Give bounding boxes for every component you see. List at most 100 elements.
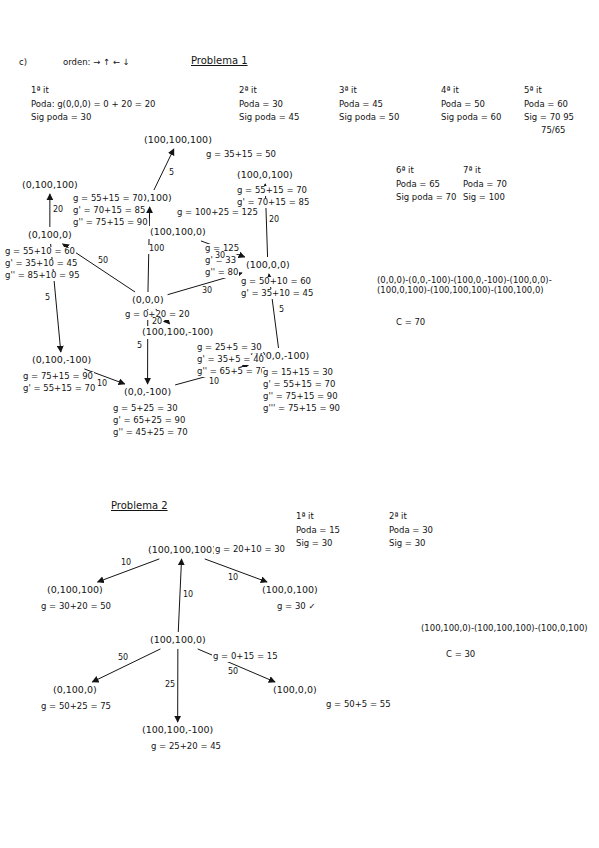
state-text: (0,100,0) (28, 230, 72, 241)
note-text: Sig = 100 (462, 193, 506, 203)
state-node: (0,100,0) (51, 684, 99, 697)
note-text: C = 30 (445, 650, 476, 660)
note-text: 2ª it (388, 512, 408, 522)
note-text: Poda = 45 (338, 100, 384, 110)
state-text: (100,100,-100) (142, 725, 213, 736)
edge-cost: 10 (182, 591, 194, 600)
state-text: (100,0,0) (246, 260, 290, 271)
state-text: (100,100,0) (150, 635, 206, 646)
note-text: Sig poda = 30 (30, 113, 92, 123)
note-text: g' = 35+5 = 40 (196, 355, 265, 365)
state-text: (100,0,100) (237, 170, 293, 181)
note-text: g' = 35+10 = 45 (240, 289, 314, 299)
note-text: 7ª it (462, 166, 482, 176)
note-text: g'' = 75+15 = 90 (72, 218, 149, 228)
note-text: g = 15+15 = 30 (262, 368, 334, 378)
note-text: orden: → ↑ ← ↓ (62, 58, 131, 68)
edge-cost: 10 (208, 378, 220, 387)
edge-cost: 50 (97, 257, 109, 266)
state-node: (100,0,0) (271, 684, 319, 697)
edge-cost: 10 (227, 574, 239, 583)
edge-cost: 10 (120, 559, 132, 568)
note-text: (100,100,0)-(100,100,100)-(100,0,100) (420, 624, 592, 634)
state-node: (100,100,100) (146, 544, 218, 557)
note-text: Sig = 30 (388, 539, 427, 549)
state-text: (0,0,-100) (124, 387, 171, 398)
note-text: g = 100+25 = 125 (176, 208, 259, 218)
note-text: g'' = 80 (204, 268, 239, 278)
state-text: (0,100,100) (22, 180, 78, 191)
state-text: (0,0,0) (132, 295, 164, 306)
note-text: g = 5+25 = 30 (112, 404, 179, 414)
search-edge (49, 194, 50, 227)
edge-cost: 5 (44, 294, 51, 303)
state-text: (100,100,100) (148, 545, 216, 556)
note-text: Poda = 15 (295, 526, 341, 536)
note-text: g = 25+5 = 30 (196, 343, 263, 353)
note-text: Sig = 70 95 (523, 113, 575, 123)
state-node: (0,0,0) (130, 294, 166, 307)
edge-cost: 5 (278, 306, 285, 315)
search-edge (147, 309, 148, 384)
state-text: (0,100,-100) (32, 355, 91, 366)
state-node: (0,100,100) (45, 584, 105, 597)
edge-cost: 50 (117, 654, 129, 663)
note-text: g = 0+15 = 15 (212, 652, 279, 662)
note-text: g = 50+25 = 75 (40, 702, 112, 712)
note-text: 6ª it (395, 166, 415, 176)
note-text: 75/65 (540, 126, 567, 136)
note-text: Poda = 50 (440, 100, 486, 110)
state-node: (0,100,-100) (30, 354, 93, 367)
note-text: 2ª it (238, 86, 258, 96)
note-text: (0,0,0)-(0,0,-100)-(100,0,-100)-(100,0,0… (376, 276, 593, 296)
note-text: g = 55+15 = 70 (72, 194, 144, 204)
note-text: g''' = 75+15 = 90 (262, 404, 341, 414)
note-text: Poda = 60 (523, 100, 569, 110)
note-text: 5ª it (523, 86, 543, 96)
state-text: (100,100,-100) (142, 327, 213, 338)
edge-cost: 100 (148, 245, 165, 254)
note-text: g' = 65+25 = 90 (112, 416, 186, 426)
state-node: (100,100,0) (148, 226, 208, 239)
state-text: (100,0,0) (273, 685, 317, 696)
note-text: g = 30 ✓ (276, 602, 317, 612)
state-node: (100,100,-100) (140, 724, 215, 737)
note-text: g = 55+15 = 70 (236, 186, 308, 196)
note-text: 1ª it (30, 86, 50, 96)
note-text: g' = 35+10 = 45 (4, 259, 78, 269)
edge-cost: 25 (164, 681, 176, 690)
edge-cost: 20 (268, 216, 280, 225)
note-text: g'' = 75+15 = 90 (262, 392, 339, 402)
state-node: (100,100,0) (148, 634, 208, 647)
state-node: (0,0,-100) (122, 386, 173, 399)
search-edge (92, 649, 160, 682)
note-text: Poda = 65 (395, 180, 441, 190)
note-text: g' = 55+15 = 70 (22, 384, 96, 394)
note-text: g'' = 85+10 = 95 (4, 271, 81, 281)
state-node: (100,0,100) (260, 584, 320, 597)
note-text: 1ª it (295, 512, 315, 522)
edge-cost: 30 (214, 252, 226, 261)
section-heading: Problema 2 (110, 500, 169, 512)
note-text: g = 30+20 = 50 (40, 602, 112, 612)
edge-cost: 50 (227, 668, 239, 677)
note-text: g = 50+10 = 60 (240, 277, 312, 287)
section-heading: Problema 1 (190, 55, 249, 67)
note-text: g = 55+10 = 60 (4, 247, 76, 257)
note-text: Sig poda = 70 (395, 193, 457, 203)
edge-cost: 20 (151, 318, 163, 327)
note-text: 3ª it (338, 86, 358, 96)
note-text: g = 75+15 = 90 (22, 372, 94, 382)
search-edge (177, 649, 178, 722)
note-text: Poda: g(0,0,0) = 0 + 20 = 20 (30, 100, 156, 110)
edge-cost: 10 (96, 380, 108, 389)
note-text: g = 35+15 = 50 (205, 150, 277, 160)
note-text: g = 20+10 = 30 (214, 545, 286, 555)
note-text: Sig poda = 45 (238, 113, 300, 123)
note-text: g' = 55+15 = 70 (262, 380, 336, 390)
note-text: 4ª it (440, 86, 460, 96)
edge-cost: 5 (136, 342, 143, 351)
note-text: Poda = 70 (462, 180, 508, 190)
